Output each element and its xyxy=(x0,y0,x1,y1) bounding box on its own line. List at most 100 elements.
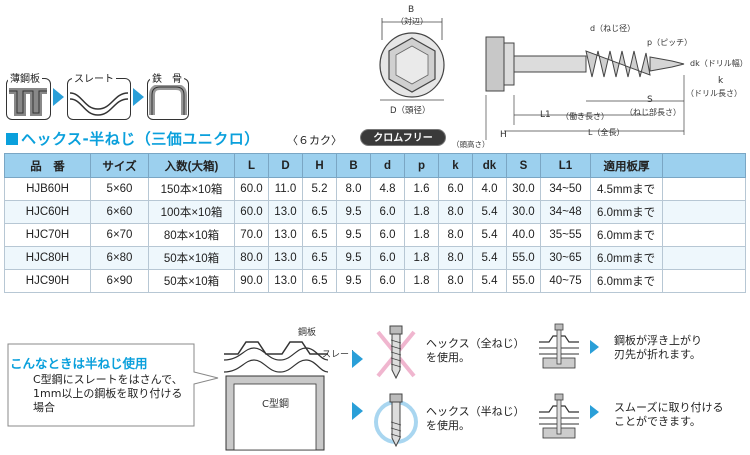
col-header: d xyxy=(370,153,405,178)
label-S: S xyxy=(647,95,653,105)
table-cell: 6×70 xyxy=(90,223,149,247)
steel-frame-icon xyxy=(149,84,187,115)
label-S-desc: （ねじ部長さ） xyxy=(625,108,681,117)
half-thread-screw-icon xyxy=(374,393,418,448)
table-cell: 1.6 xyxy=(404,177,439,201)
part-number-cell: HJB60H xyxy=(4,177,91,201)
table-cell: 8.0 xyxy=(438,269,473,293)
hex-type-label: 〈６カク〉 xyxy=(287,134,342,147)
label-H-desc: （頭高さ） xyxy=(452,140,490,149)
col-header: k xyxy=(438,153,473,178)
table-cell: 6.5 xyxy=(302,269,337,293)
label-steel-plate: 鋼板 xyxy=(298,328,317,338)
part-number-cell: HJC90H xyxy=(4,269,91,293)
col-header: L1 xyxy=(540,153,591,178)
label-L1: L1 xyxy=(540,110,551,120)
product-title: ヘックス-半ねじ（三価ユニクロ） xyxy=(21,130,260,148)
hex-head-drawing xyxy=(379,18,445,101)
table-cell: 30.0 xyxy=(506,177,541,201)
app-label-steel-frame: 鉄 骨 xyxy=(150,70,184,85)
part-number-cell: HJC70H xyxy=(4,223,91,247)
arrow-right-icon xyxy=(590,340,599,354)
col-header: p xyxy=(404,153,439,178)
table-cell: 60.0 xyxy=(234,177,269,201)
label-d: d（ねじ径） xyxy=(590,24,636,33)
arrow-right-icon xyxy=(590,405,599,419)
table-cell: 8.0 xyxy=(438,223,473,247)
table-cell: 4.5mmまで xyxy=(590,177,663,201)
arrow-right-icon xyxy=(352,402,363,420)
arrow-right-icon xyxy=(133,88,144,106)
app-steel-frame-box xyxy=(147,78,189,120)
good-case-text: ヘックス（半ねじ） を使用。 xyxy=(426,405,525,432)
col-header: L xyxy=(234,153,269,178)
table-header-row: 品 番 サイズ 入数(大箱) L D H B d p k dk S L1 適用板… xyxy=(4,153,746,178)
table-cell: 5.2 xyxy=(302,177,337,201)
col-header: B xyxy=(336,153,371,178)
thin-steel-icon xyxy=(9,88,47,116)
table-cell: 1.8 xyxy=(404,246,439,270)
table-cell: 80本×10箱 xyxy=(148,223,235,247)
table-cell: 13.0 xyxy=(268,269,303,293)
label-k: k xyxy=(718,76,724,86)
col-header: S xyxy=(506,153,541,178)
good-result-drawing xyxy=(539,393,579,439)
label-B-desc: （対辺） xyxy=(396,17,428,26)
col-header: D xyxy=(268,153,303,178)
bad-result-text: 鋼板が浮き上がり 刃先が折れます。 xyxy=(614,334,702,361)
table-cell: 35~55 xyxy=(540,223,591,247)
table-cell: 80.0 xyxy=(234,246,269,270)
table-cell: 6.0 xyxy=(370,223,405,247)
full-thread-screw-icon xyxy=(376,325,416,380)
table-cell: 6.0mmまで xyxy=(590,200,663,224)
table-cell: 9.5 xyxy=(336,223,371,247)
chrome-free-badge: クロムフリー xyxy=(360,129,446,146)
app-thin-steel-box xyxy=(6,78,51,120)
screw-drawing xyxy=(485,36,685,140)
bad-result-drawing xyxy=(539,323,579,369)
table-cell: 40~75 xyxy=(540,269,591,293)
callout-body: C型鋼にスレートをはさんで、 1mm以上の鋼板を取り付ける 場合 xyxy=(33,373,183,414)
label-p: p（ピッチ） xyxy=(647,38,693,47)
table-cell: 4.8 xyxy=(370,177,405,201)
col-header: 適用板厚 xyxy=(590,153,663,178)
table-cell: 40.0 xyxy=(506,223,541,247)
label-B: B xyxy=(408,5,415,15)
table-cell: 1.8 xyxy=(404,200,439,224)
table-cell-blank xyxy=(662,269,746,293)
col-header: 品 番 xyxy=(4,153,91,178)
label-k-desc: （ドリル長さ） xyxy=(686,89,742,98)
table-cell: 6.5 xyxy=(302,200,337,224)
app-slate-box xyxy=(67,78,131,120)
arrow-right-icon xyxy=(352,350,363,368)
table-cell: 8.0 xyxy=(336,177,371,201)
col-header-blank xyxy=(662,153,746,178)
label-H: H xyxy=(500,130,507,140)
table-cell-blank xyxy=(662,246,746,270)
table-cell: 5.4 xyxy=(472,246,507,270)
table-cell: 5.4 xyxy=(472,200,507,224)
table-cell: 6.0 xyxy=(438,177,473,201)
table-cell: 55.0 xyxy=(506,269,541,293)
table-cell-blank xyxy=(662,177,746,201)
table-cell: 6.0 xyxy=(370,269,405,293)
table-cell: 13.0 xyxy=(268,200,303,224)
table-cell: 55.0 xyxy=(506,246,541,270)
table-cell: 50本×10箱 xyxy=(148,246,235,270)
label-D: D（頭径） xyxy=(390,106,431,116)
callout-frame xyxy=(7,343,219,427)
table-cell: 6.0 xyxy=(370,200,405,224)
part-number-cell: HJC80H xyxy=(4,246,91,270)
spec-table: 品 番 サイズ 入数(大箱) L D H B d p k dk S L1 適用板… xyxy=(4,153,746,293)
table-cell: 5×60 xyxy=(90,177,149,201)
label-slate: スレート xyxy=(322,350,359,360)
cross-section-drawing xyxy=(223,341,329,451)
app-label-thin-steel: 薄鋼板 xyxy=(8,70,42,85)
table-cell: 6.5 xyxy=(302,246,337,270)
bad-case-text: ヘックス（全ねじ） を使用。 xyxy=(426,337,525,364)
